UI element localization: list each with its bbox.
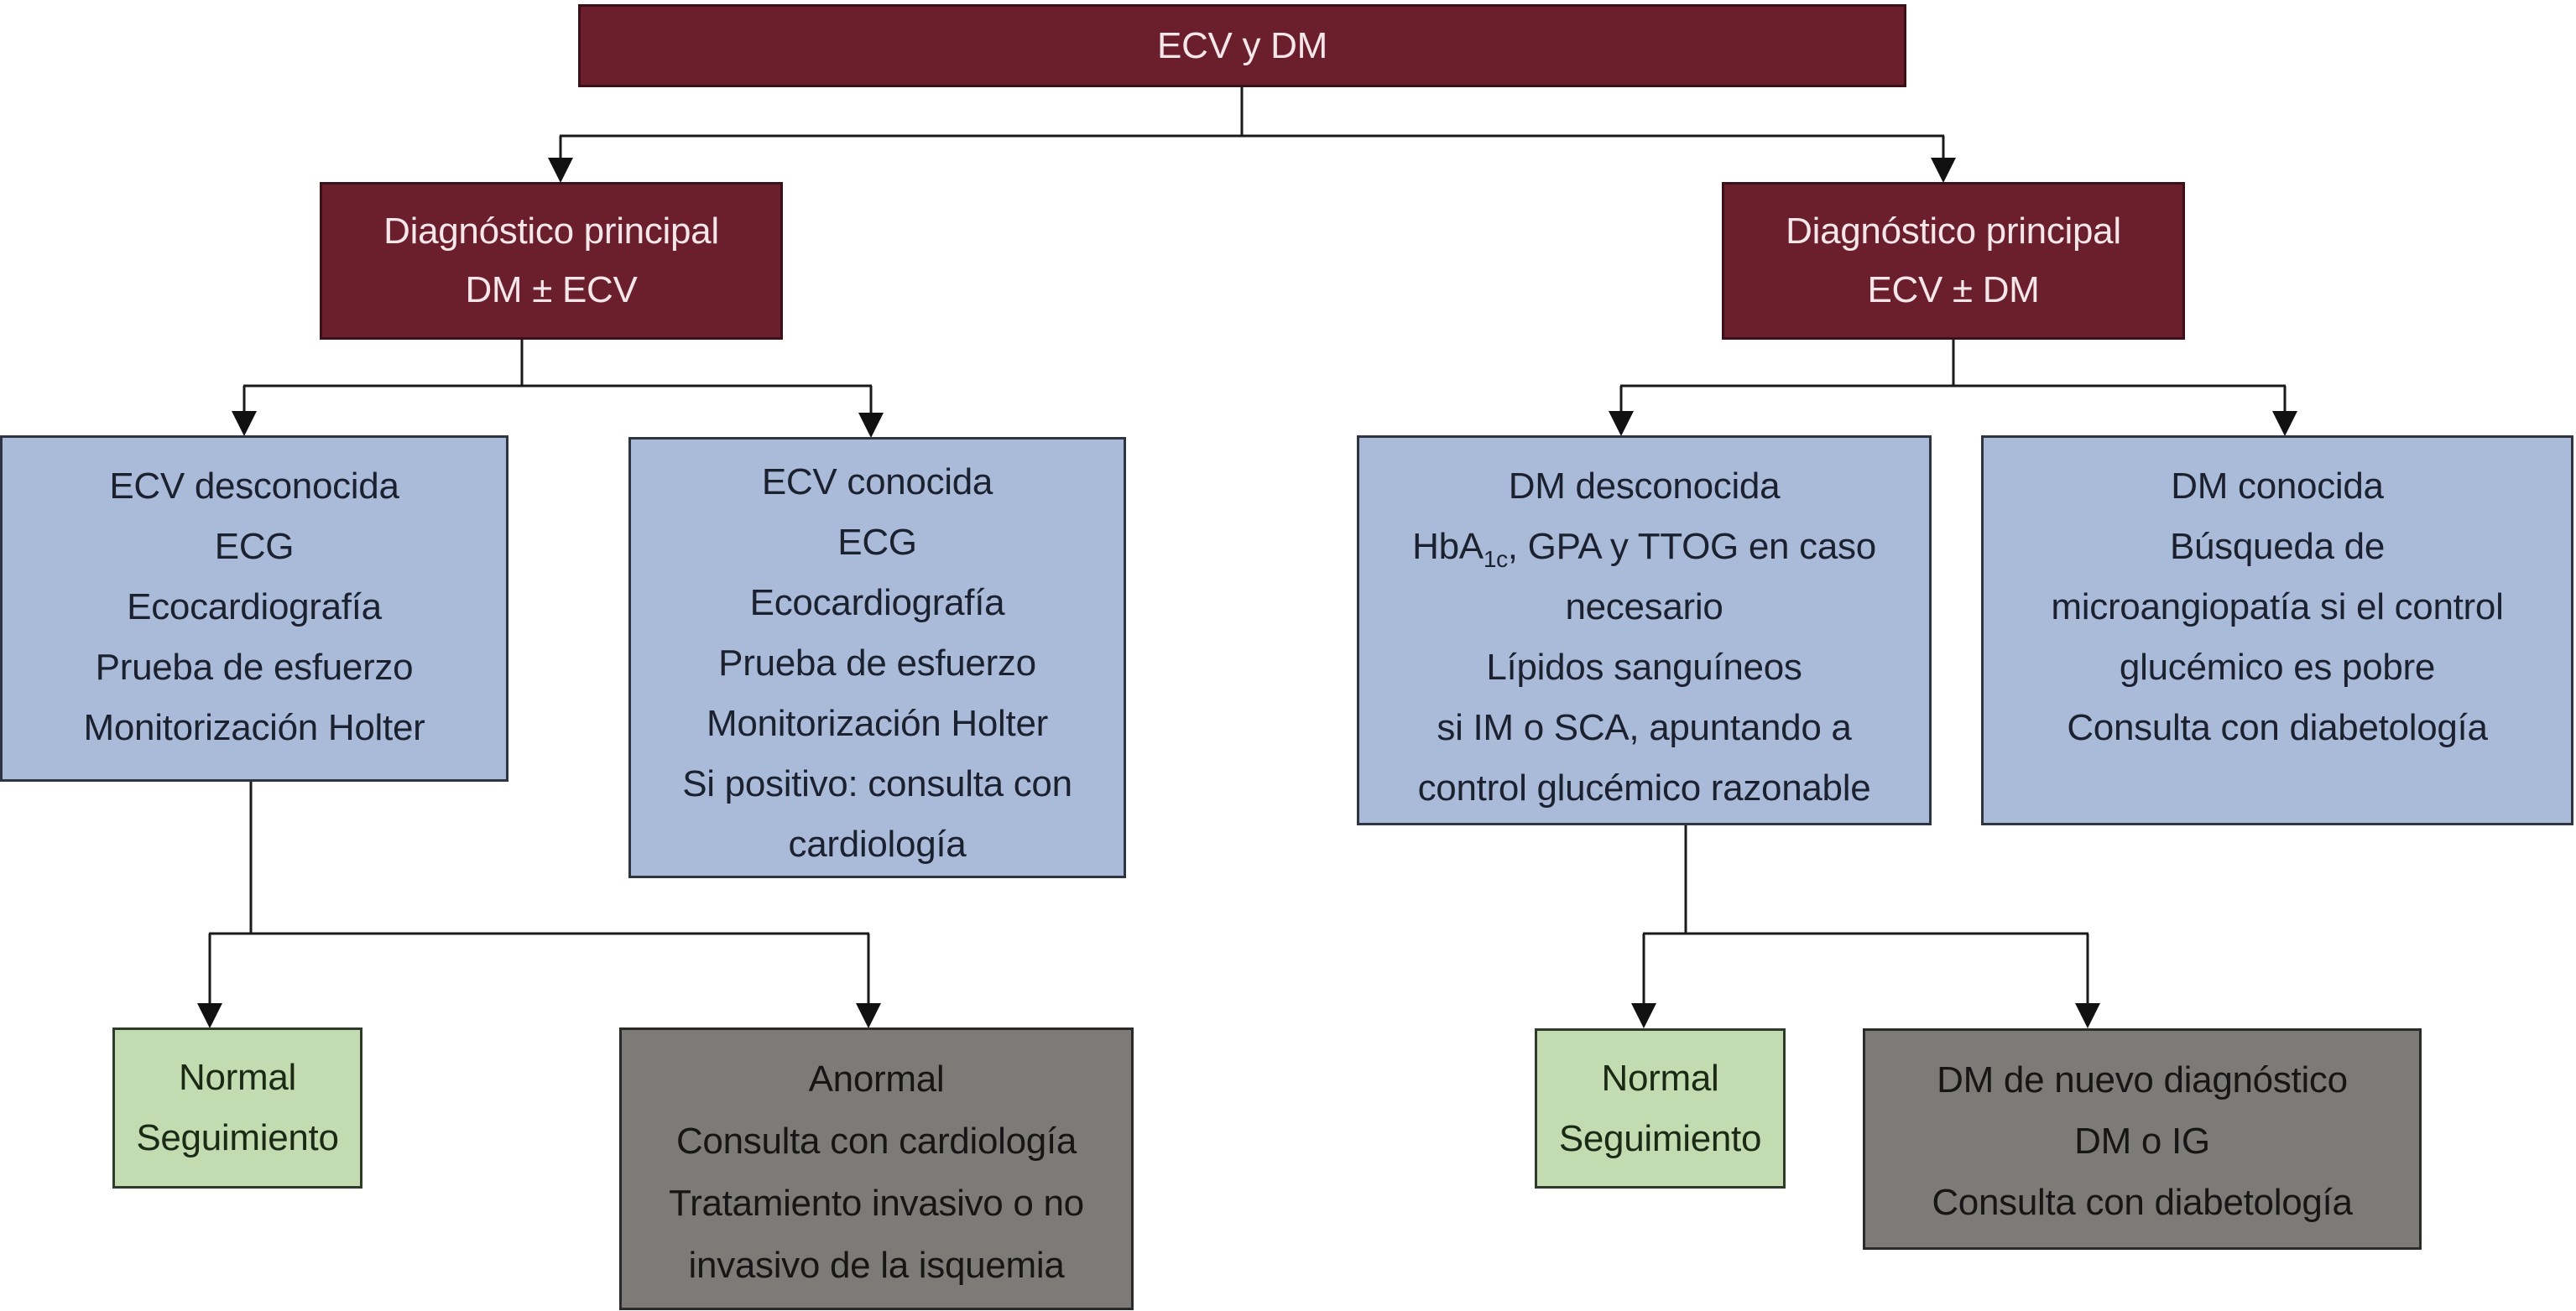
- node-line: Monitorización Holter: [707, 703, 1048, 744]
- node-line: si IM o SCA, apuntando a: [1437, 707, 1852, 748]
- node-dm-conocida: DM conocida Búsqueda de microangiopatía …: [1981, 435, 2573, 825]
- root-node: ECV y DM: [578, 4, 1906, 87]
- arrowhead-icon: [232, 411, 257, 436]
- node-dm-desconocida: DM desconocida HbA1c, GPA y TTOG en caso…: [1357, 435, 1932, 825]
- node-line: glucémico es pobre: [2119, 647, 2436, 688]
- node-line: ECG: [214, 526, 295, 567]
- node-line: Diagnóstico principal: [383, 211, 719, 252]
- node-normal-seguimiento-1: Normal Seguimiento: [112, 1027, 362, 1189]
- root-label: ECV y DM: [1157, 24, 1327, 66]
- arrowhead-icon: [2075, 1003, 2100, 1028]
- node-normal-seguimiento-2: Normal Seguimiento: [1535, 1028, 1786, 1189]
- node-line: Anormal: [808, 1059, 945, 1100]
- node-line: DM conocida: [2171, 466, 2384, 507]
- node-line: Ecocardiografía: [749, 582, 1005, 623]
- node-line: Normal: [179, 1057, 296, 1098]
- node-diagnostico-dm: Diagnóstico principal DM ± ECV: [320, 182, 783, 340]
- node-line: Monitorización Holter: [83, 707, 425, 748]
- node-line: Lípidos sanguíneos: [1486, 647, 1802, 688]
- node-line: Prueba de esfuerzo: [95, 647, 414, 688]
- node-diagnostico-ecv: Diagnóstico principal ECV ± DM: [1722, 182, 2185, 340]
- hba1c-suffix: , GPA y TTOG en caso: [1507, 526, 1876, 567]
- node-ecv-conocida: ECV conocida ECG Ecocardiografía Prueba …: [628, 437, 1126, 878]
- arrowhead-icon: [1931, 158, 1956, 183]
- node-line: Consulta con cardiología: [675, 1121, 1077, 1162]
- arrowhead-icon: [1631, 1003, 1656, 1028]
- node-line: cardiología: [788, 824, 967, 865]
- node-line: DM de nuevo diagnóstico: [1937, 1059, 2348, 1100]
- node-line: Tratamiento invasivo o no: [669, 1183, 1084, 1224]
- node-line: DM ± ECV: [465, 269, 638, 310]
- hba1c-prefix: HbA: [1412, 526, 1484, 567]
- arrowhead-icon: [858, 413, 884, 438]
- node-line: ECV ± DM: [1867, 269, 2040, 310]
- node-line: Si positivo: consulta con: [682, 763, 1072, 804]
- node-line: ECV desconocida: [109, 466, 399, 507]
- node-line: DM desconocida: [1508, 466, 1781, 507]
- arrowhead-icon: [197, 1003, 222, 1028]
- node-line: Búsqueda de: [2169, 526, 2386, 567]
- arrowhead-icon: [1609, 411, 1634, 436]
- node-ecv-desconocida: ECV desconocida ECG Ecocardiografía Prue…: [0, 435, 508, 782]
- node-line: Seguimiento: [1558, 1118, 1762, 1159]
- node-line: Normal: [1601, 1058, 1719, 1099]
- node-line: DM o IG: [2074, 1121, 2210, 1162]
- node-line: Consulta con diabetología: [2067, 707, 2488, 748]
- hba1c-subscript: 1c: [1483, 545, 1508, 572]
- node-line: microangiopatía si el control: [2051, 586, 2504, 627]
- node-line: ECG: [837, 522, 917, 563]
- node-line: invasivo de la isquemia: [688, 1245, 1065, 1286]
- node-line: Consulta con diabetología: [1932, 1182, 2353, 1223]
- node-line: Seguimiento: [136, 1117, 339, 1158]
- arrowhead-icon: [856, 1003, 881, 1028]
- arrowhead-icon: [548, 158, 573, 183]
- node-line: Prueba de esfuerzo: [718, 642, 1036, 684]
- node-line-hba1c: HbA1c, GPA y TTOG en caso: [1359, 517, 1929, 577]
- node-line: control glucémico razonable: [1417, 767, 1871, 809]
- node-line: ECV conocida: [761, 461, 993, 502]
- node-line: Diagnóstico principal: [1786, 211, 2121, 252]
- node-line: Ecocardiografía: [127, 586, 382, 627]
- node-line: necesario: [1565, 586, 1723, 627]
- node-dm-nuevo-diagnostico: DM de nuevo diagnóstico DM o IG Consulta…: [1863, 1028, 2422, 1250]
- arrowhead-icon: [2272, 411, 2297, 436]
- node-anormal: Anormal Consulta con cardiología Tratami…: [619, 1027, 1134, 1310]
